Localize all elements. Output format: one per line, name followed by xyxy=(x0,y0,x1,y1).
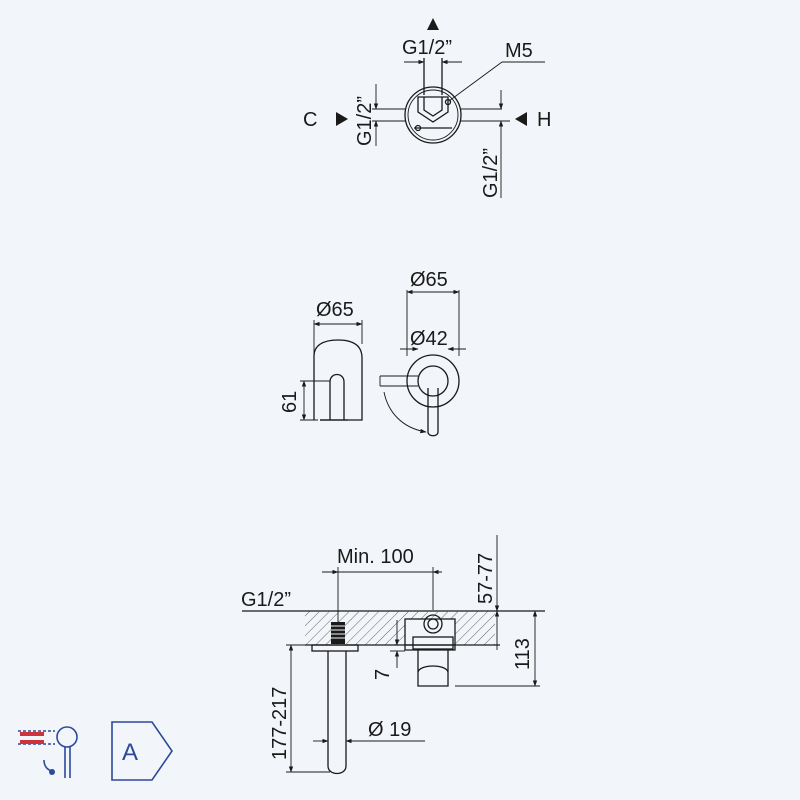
wall-mixer-icon xyxy=(18,726,78,778)
top-view: G1/2” M5 C G1/2” H G1/2” xyxy=(303,18,551,198)
top-inlet-label: G1/2” xyxy=(402,37,452,59)
cold-arrow-icon xyxy=(336,112,348,126)
spout-diameter-label: Ø 19 xyxy=(368,719,411,741)
side-rosette-label: Ø65 xyxy=(316,299,354,321)
handle-base-label: Ø42 xyxy=(410,328,448,350)
bottom-view: Min. 100 G1/2” xyxy=(241,535,545,775)
gap-label: 7 xyxy=(372,669,394,680)
right-inlet-label: G1/2” xyxy=(480,148,502,198)
middle-view: Ø65 61 Ø65 Ø42 xyxy=(279,269,466,437)
cold-label: C xyxy=(303,109,317,131)
screw-label: M5 xyxy=(505,40,533,62)
depth-range-label: 57-77 xyxy=(475,553,497,604)
front-rosette-label: Ø65 xyxy=(410,269,448,291)
energy-class-badge: A xyxy=(111,721,173,781)
wall-depth-label: 113 xyxy=(512,638,534,670)
energy-class-label: A xyxy=(122,739,138,766)
flow-up-arrow-icon xyxy=(427,18,439,30)
connection-label: G1/2” xyxy=(241,589,291,611)
hot-label: H xyxy=(537,109,551,131)
hot-arrow-icon xyxy=(515,112,527,126)
spout-length-label: 177-217 xyxy=(269,687,291,760)
left-inlet-label: G1/2” xyxy=(354,96,376,146)
min-distance-label: Min. 100 xyxy=(337,546,414,568)
height-label: 61 xyxy=(279,391,301,413)
